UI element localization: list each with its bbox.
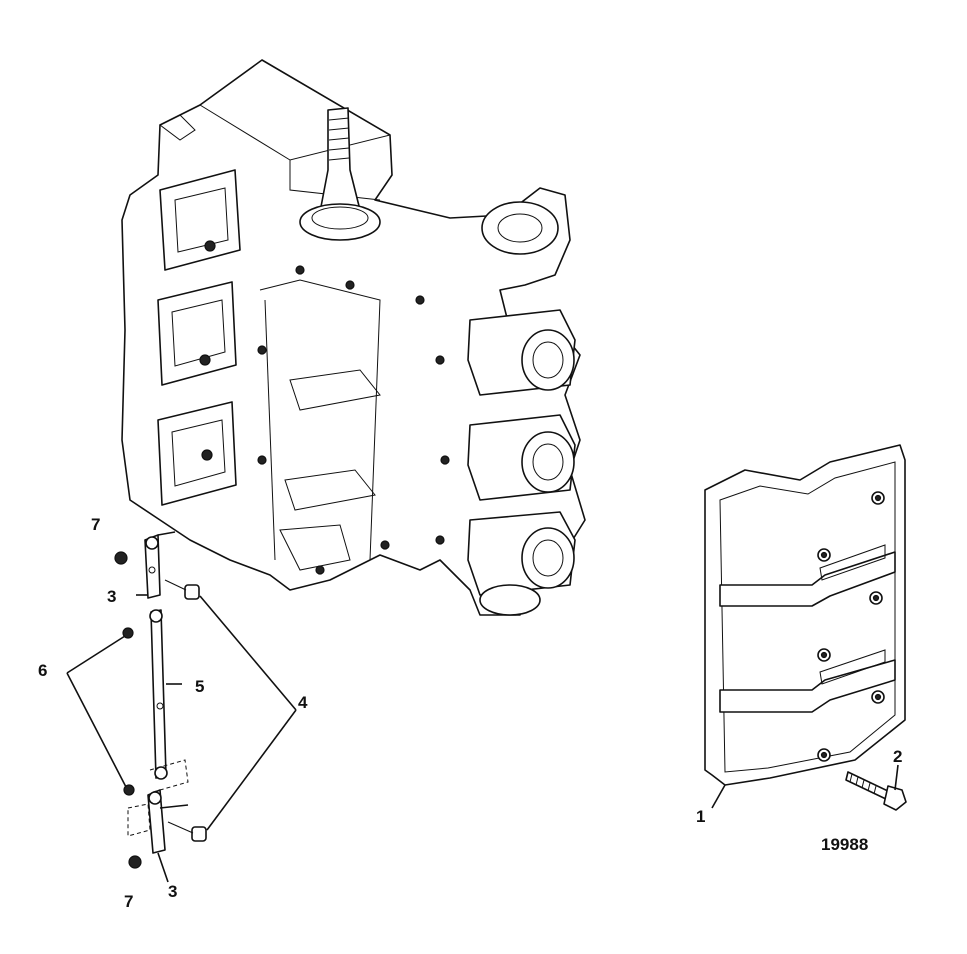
- callout-3-top: 3: [107, 587, 116, 606]
- callout-4: 4: [298, 693, 308, 712]
- linkage-bracket-icon: [144, 531, 176, 599]
- nut-icon: [128, 855, 142, 869]
- throttle-link-rod-icon: [149, 609, 168, 780]
- callout-3-bottom: 3: [168, 882, 177, 901]
- cylinder-ports: [157, 169, 241, 506]
- hex-bolt-icon: [845, 771, 907, 811]
- nut-icon: [114, 551, 128, 565]
- exhaust-cover-plate-icon: [704, 444, 906, 786]
- powerhead-engine-block: [121, 59, 586, 616]
- intake-flanges: [467, 309, 576, 616]
- callout-5: 5: [195, 677, 204, 696]
- linkage-bracket-icon: [127, 789, 189, 854]
- clip-icon: [167, 821, 207, 842]
- clip-icon: [164, 579, 200, 600]
- mounting-boss: [481, 201, 559, 255]
- crankshaft-spline: [299, 107, 381, 241]
- leader-lines: [66, 594, 899, 883]
- callout-7-top: 7: [91, 515, 100, 534]
- callout-2: 2: [893, 747, 902, 766]
- callout-1: 1: [696, 807, 705, 826]
- ball-stud-icon: [122, 627, 134, 639]
- ball-stud-icon: [123, 784, 135, 796]
- callout-6: 6: [38, 661, 47, 680]
- callout-7-bottom: 7: [124, 892, 133, 911]
- figure-number: 19988: [821, 835, 868, 854]
